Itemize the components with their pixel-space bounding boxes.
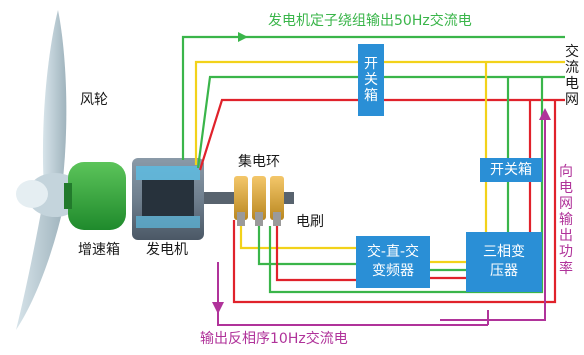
bottom-caption: 输出反相序10Hz交流电 (200, 331, 348, 347)
generator-label: 发电机 (146, 242, 188, 258)
bottom-arrow-head (212, 302, 224, 314)
slip-ring-label: 集电环 (238, 154, 280, 170)
gearbox-graphic (68, 162, 126, 230)
grid-power-label: 向电网输出功率 (559, 164, 573, 277)
stator-line-green2 (196, 75, 565, 169)
grid-arrow-head (539, 108, 551, 120)
rotor-line-red (275, 226, 356, 282)
top-caption: 发电机定子绕组输出50Hz交流电 (268, 13, 472, 29)
switchbox-top: 开关箱 (358, 44, 384, 116)
rotor-line-green (257, 226, 356, 266)
hub-nose (16, 180, 48, 208)
converter-box: 交-直-交变频器 (356, 236, 430, 288)
blade-lower (16, 196, 64, 330)
slip-ring-graphic (234, 176, 294, 226)
switchbox-top-label: 开关箱 (364, 55, 378, 105)
wind-wheel-label: 风轮 (80, 92, 108, 108)
rotor-line-yellow (239, 226, 356, 250)
stator-line-red (198, 98, 565, 171)
blade-upper (42, 10, 67, 190)
rotor-line-red-bottom (232, 100, 557, 304)
gearbox-label: 增速箱 (78, 242, 120, 258)
grid-power-arrow (440, 112, 546, 321)
stator-line-yellow (194, 60, 565, 165)
transformer-box: 三相变压器 (466, 232, 542, 292)
stator-line-green (181, 35, 565, 160)
top-arrow-head (238, 32, 248, 42)
gearbox-shaft (64, 183, 72, 209)
rotor-line-green-bottom (268, 77, 544, 294)
generator-graphic (132, 158, 234, 240)
bottom-flow-arrow (217, 262, 488, 326)
ac-grid-label: 交流电网 (565, 44, 579, 109)
brush-label: 电刷 (296, 214, 324, 230)
switchbox-right: 开关箱 (480, 158, 542, 182)
